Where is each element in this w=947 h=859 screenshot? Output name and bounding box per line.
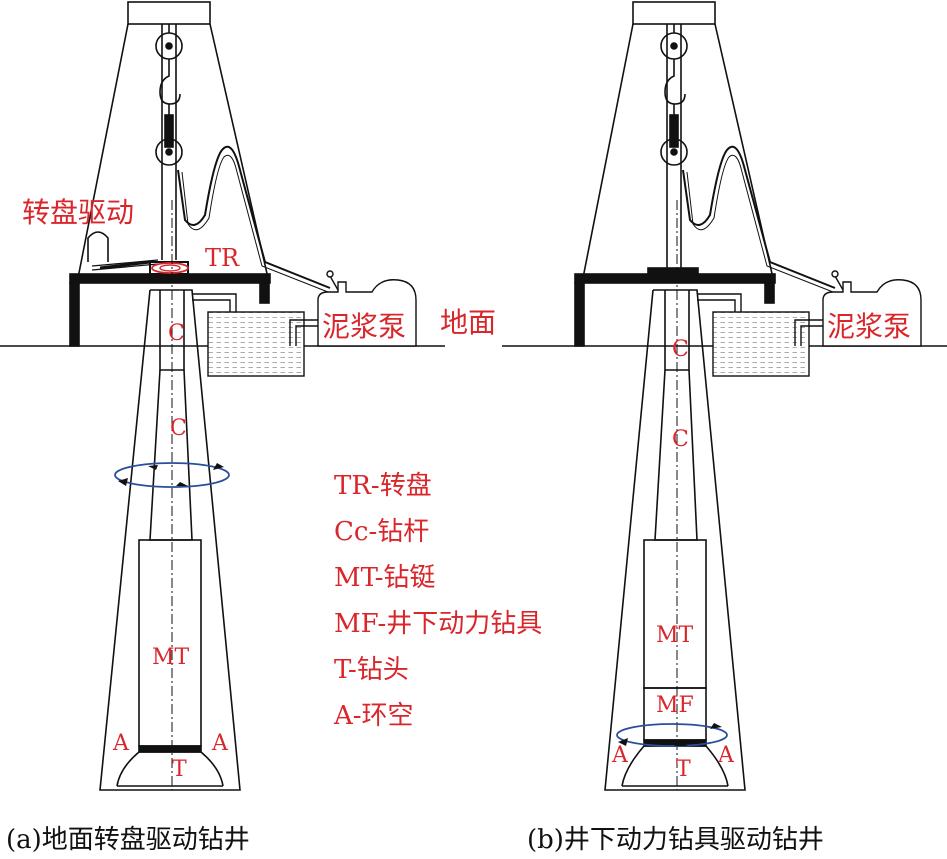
- legend-item: MF-井下动力钻具: [334, 609, 542, 639]
- annulus-left-a: A: [112, 731, 130, 756]
- crown-block-right: [632, 1, 716, 25]
- legend: TR-转盘 Cc-钻杆 MT-钻铤 MF-井下动力钻具 T-钻头 A-环空: [333, 471, 542, 731]
- left-rig: [0, 1, 445, 347]
- pipe-label-upper-left: C: [168, 321, 185, 346]
- ground-label: 地面: [440, 306, 496, 339]
- rig-floor: [69, 273, 271, 284]
- mud-pump-right: [822, 279, 922, 347]
- turntable-ring: [151, 262, 189, 274]
- borehole-wall-left: [99, 289, 241, 791]
- right-mud-system: [712, 270, 922, 377]
- right-rig: [502, 1, 947, 347]
- legend-item: Cc-钻杆: [334, 517, 429, 547]
- pipe-label-upper-right: C: [672, 337, 689, 362]
- annulus-right-b: A: [717, 743, 735, 768]
- caption-right: (b)井下动力钻具驱动钻井: [527, 825, 824, 855]
- pump-label-left: 泥浆泵: [322, 310, 406, 343]
- left-mud-system: [207, 270, 417, 377]
- drill-collar-right: [643, 539, 707, 689]
- legend-item: TR-转盘: [334, 471, 432, 501]
- pipe-label-lower-left: C: [170, 416, 187, 441]
- drill-bit-left: [116, 751, 224, 787]
- rotation-indicator-left: [114, 462, 230, 488]
- mud-hose: [177, 145, 331, 289]
- bit-label-left: T: [172, 757, 187, 782]
- annulus-right-a: A: [611, 743, 629, 768]
- left-borehole: [99, 200, 241, 791]
- drill-pipe-lower-left: [149, 369, 193, 541]
- tool-label-right: MF: [656, 693, 694, 718]
- mud-tank-right: [712, 311, 810, 377]
- hook: [159, 59, 181, 105]
- mud-pump-left: [317, 279, 417, 347]
- legend-item: T-钻头: [334, 655, 409, 685]
- mud-tank-left: [207, 311, 305, 377]
- drill-collar-left: [138, 539, 202, 747]
- crown-block: [127, 1, 211, 25]
- legend-item: MT-钻铤: [334, 563, 435, 593]
- drive-label: 转盘驱动: [22, 196, 134, 229]
- motor-label-left: MT: [152, 645, 190, 670]
- drill-bit-right: [621, 745, 729, 787]
- rotation-indicator-right: [616, 723, 728, 747]
- pipe-label-lower-right: C: [672, 427, 689, 452]
- annulus-left-b: A: [211, 731, 229, 756]
- borehole-wall-right: [604, 289, 746, 791]
- drive-motor: [87, 231, 109, 262]
- bit-label-right: T: [676, 757, 691, 782]
- derrick-frame-left: [77, 23, 129, 346]
- turntable-label: TR: [205, 244, 240, 272]
- motor-label-right: MT: [656, 623, 694, 648]
- derrick-frame-left-b: [582, 23, 634, 346]
- caption-left: (a)地面转盘驱动钻井: [6, 825, 250, 855]
- swivel-sheave: [155, 138, 183, 166]
- pump-label-right: 泥浆泵: [827, 310, 911, 343]
- legend-item: A-环空: [333, 701, 414, 731]
